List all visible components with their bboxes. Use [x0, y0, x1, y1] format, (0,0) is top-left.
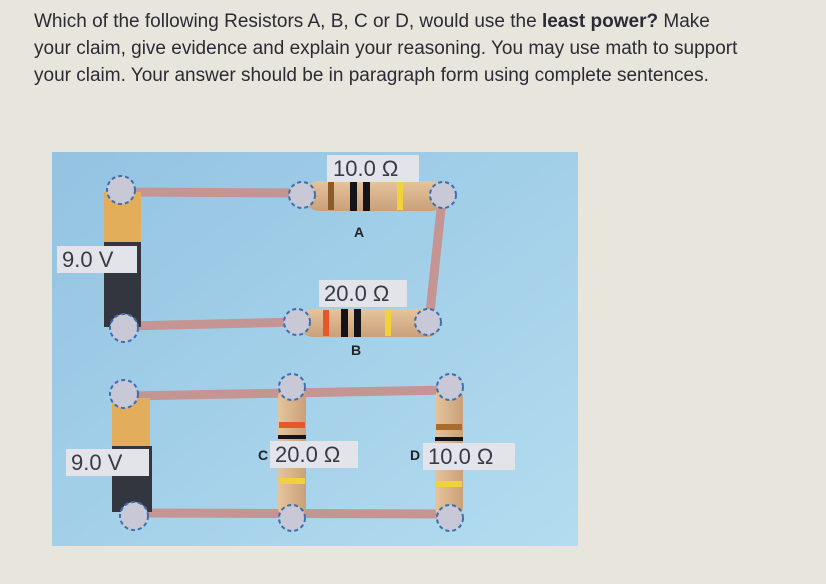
parallel-circuit: 9.0 V 20.0 Ω C 10.0 Ω D: [66, 373, 515, 532]
resistor-c-letter: C: [258, 447, 268, 463]
resistor-d-value: 10.0 Ω: [428, 444, 493, 469]
resistor-b[interactable]: [283, 308, 442, 337]
resistor-a-value: 10.0 Ω: [333, 156, 398, 181]
battery-1-label: 9.0 V: [62, 247, 114, 272]
resistor-b-value: 20.0 Ω: [324, 281, 389, 306]
series-circuit: 9.0 V 10.0 Ω A 20.0 Ω B: [57, 155, 457, 358]
question-line-2: your claim, give evidence and explain yo…: [34, 38, 738, 59]
wires: [117, 187, 447, 331]
resistor-c-value: 20.0 Ω: [275, 442, 340, 467]
question-line-1: Which of the following Resistors A, B, C…: [34, 11, 710, 32]
resistor-a-letter: A: [354, 224, 364, 240]
question-line-3: your claim. Your answer should be in par…: [34, 65, 709, 86]
resistor-d-letter: D: [410, 447, 420, 463]
battery-2-label: 9.0 V: [71, 450, 123, 475]
resistor-a[interactable]: [288, 181, 457, 211]
battery-1-label-box: [57, 246, 137, 273]
emphasis-least-power: least power?: [541, 11, 659, 32]
question-text: Which of the following Resistors A, B, C…: [34, 8, 814, 89]
resistor-b-letter: B: [351, 342, 361, 358]
